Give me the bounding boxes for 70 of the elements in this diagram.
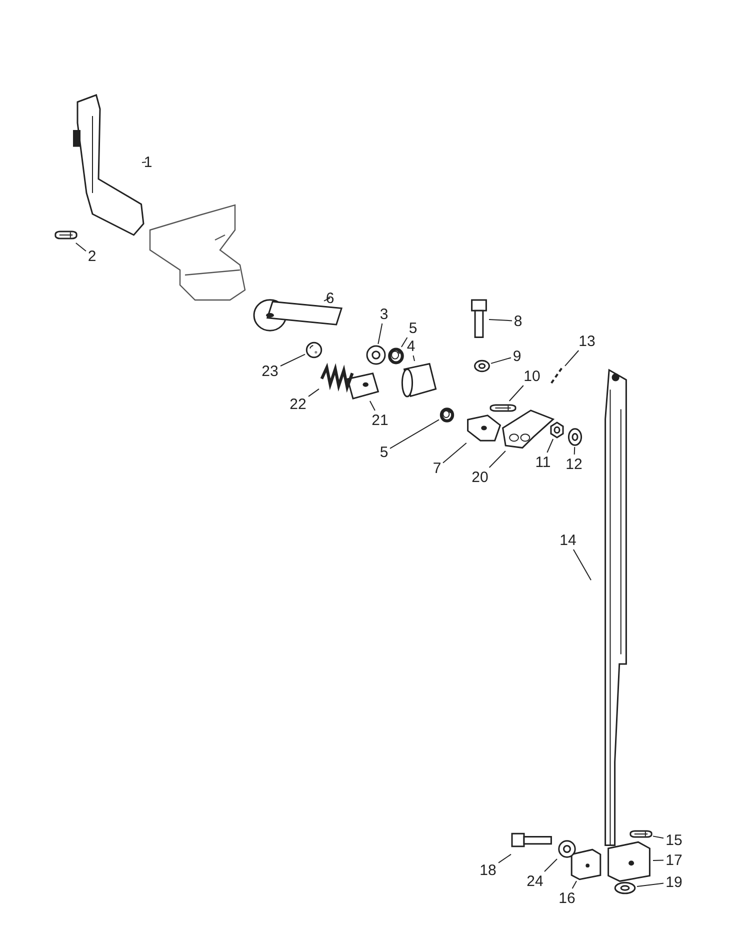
washer [558,840,576,858]
clamp-block [570,848,602,880]
leader-line [652,860,664,861]
leader-line [308,388,320,397]
o-ring [440,408,454,422]
callout-number: 5 [408,320,418,336]
leader-line [544,858,558,872]
o-ring [388,348,404,364]
leader-line [369,400,376,411]
ball [306,342,322,358]
cotter-pin [550,366,564,384]
plug [344,372,380,400]
leader-line [412,355,416,362]
callout-number: 1 [143,154,153,170]
callout-number: 10 [522,368,542,384]
callout-number: 20 [470,468,490,486]
leader-line [75,242,86,252]
leader-line [488,319,512,322]
callout-number: 12 [564,456,584,472]
leader-line [574,446,576,455]
leader-line [442,442,467,464]
callout-number: 4 [406,338,416,354]
leader-line [378,323,383,344]
callout-number: 24 [526,872,544,890]
spring [320,362,354,390]
leader-line [546,438,554,453]
leader-line [572,880,577,889]
callout-number: 21 [370,412,390,428]
leader-line [508,385,524,402]
leader-line [652,836,664,839]
leader-line [572,549,592,581]
callout-number: 7 [432,460,442,476]
washer [614,882,636,894]
callout-number: 16 [558,890,576,906]
nut [550,422,564,438]
leader-line [280,354,306,366]
callout-number: 6 [325,290,335,306]
leader-line [324,298,330,302]
tiller-lever [70,95,145,235]
callout-number: 8 [513,312,523,330]
callout-number: 11 [534,454,552,470]
leader-line [564,350,580,366]
callout-number: 22 [288,396,308,412]
washer [568,428,582,446]
callout-number: 18 [478,862,498,878]
leader-line [490,357,512,364]
washer [366,345,386,365]
leader-line [488,450,506,468]
leader-line [390,419,440,449]
leader-line [498,854,512,864]
pin [630,828,652,840]
callout-number: 14 [558,532,578,548]
callout-number: 2 [87,248,97,264]
pin [55,228,77,242]
leader-line [142,162,146,163]
callout-number: 23 [260,362,280,380]
bolt [470,300,488,338]
callout-number: 13 [578,332,596,350]
clamp-block [606,840,652,882]
callout-number: 5 [379,444,389,460]
callout-number: 17 [664,852,684,868]
clevis [466,414,502,442]
callout-number: 19 [664,874,684,890]
leader-line [400,337,408,348]
pin [490,402,516,414]
callout-number: 3 [379,306,389,322]
callout-number: 15 [664,832,684,848]
washer [474,360,490,372]
leader-line [636,882,664,888]
callout-number: 9 [512,348,522,364]
